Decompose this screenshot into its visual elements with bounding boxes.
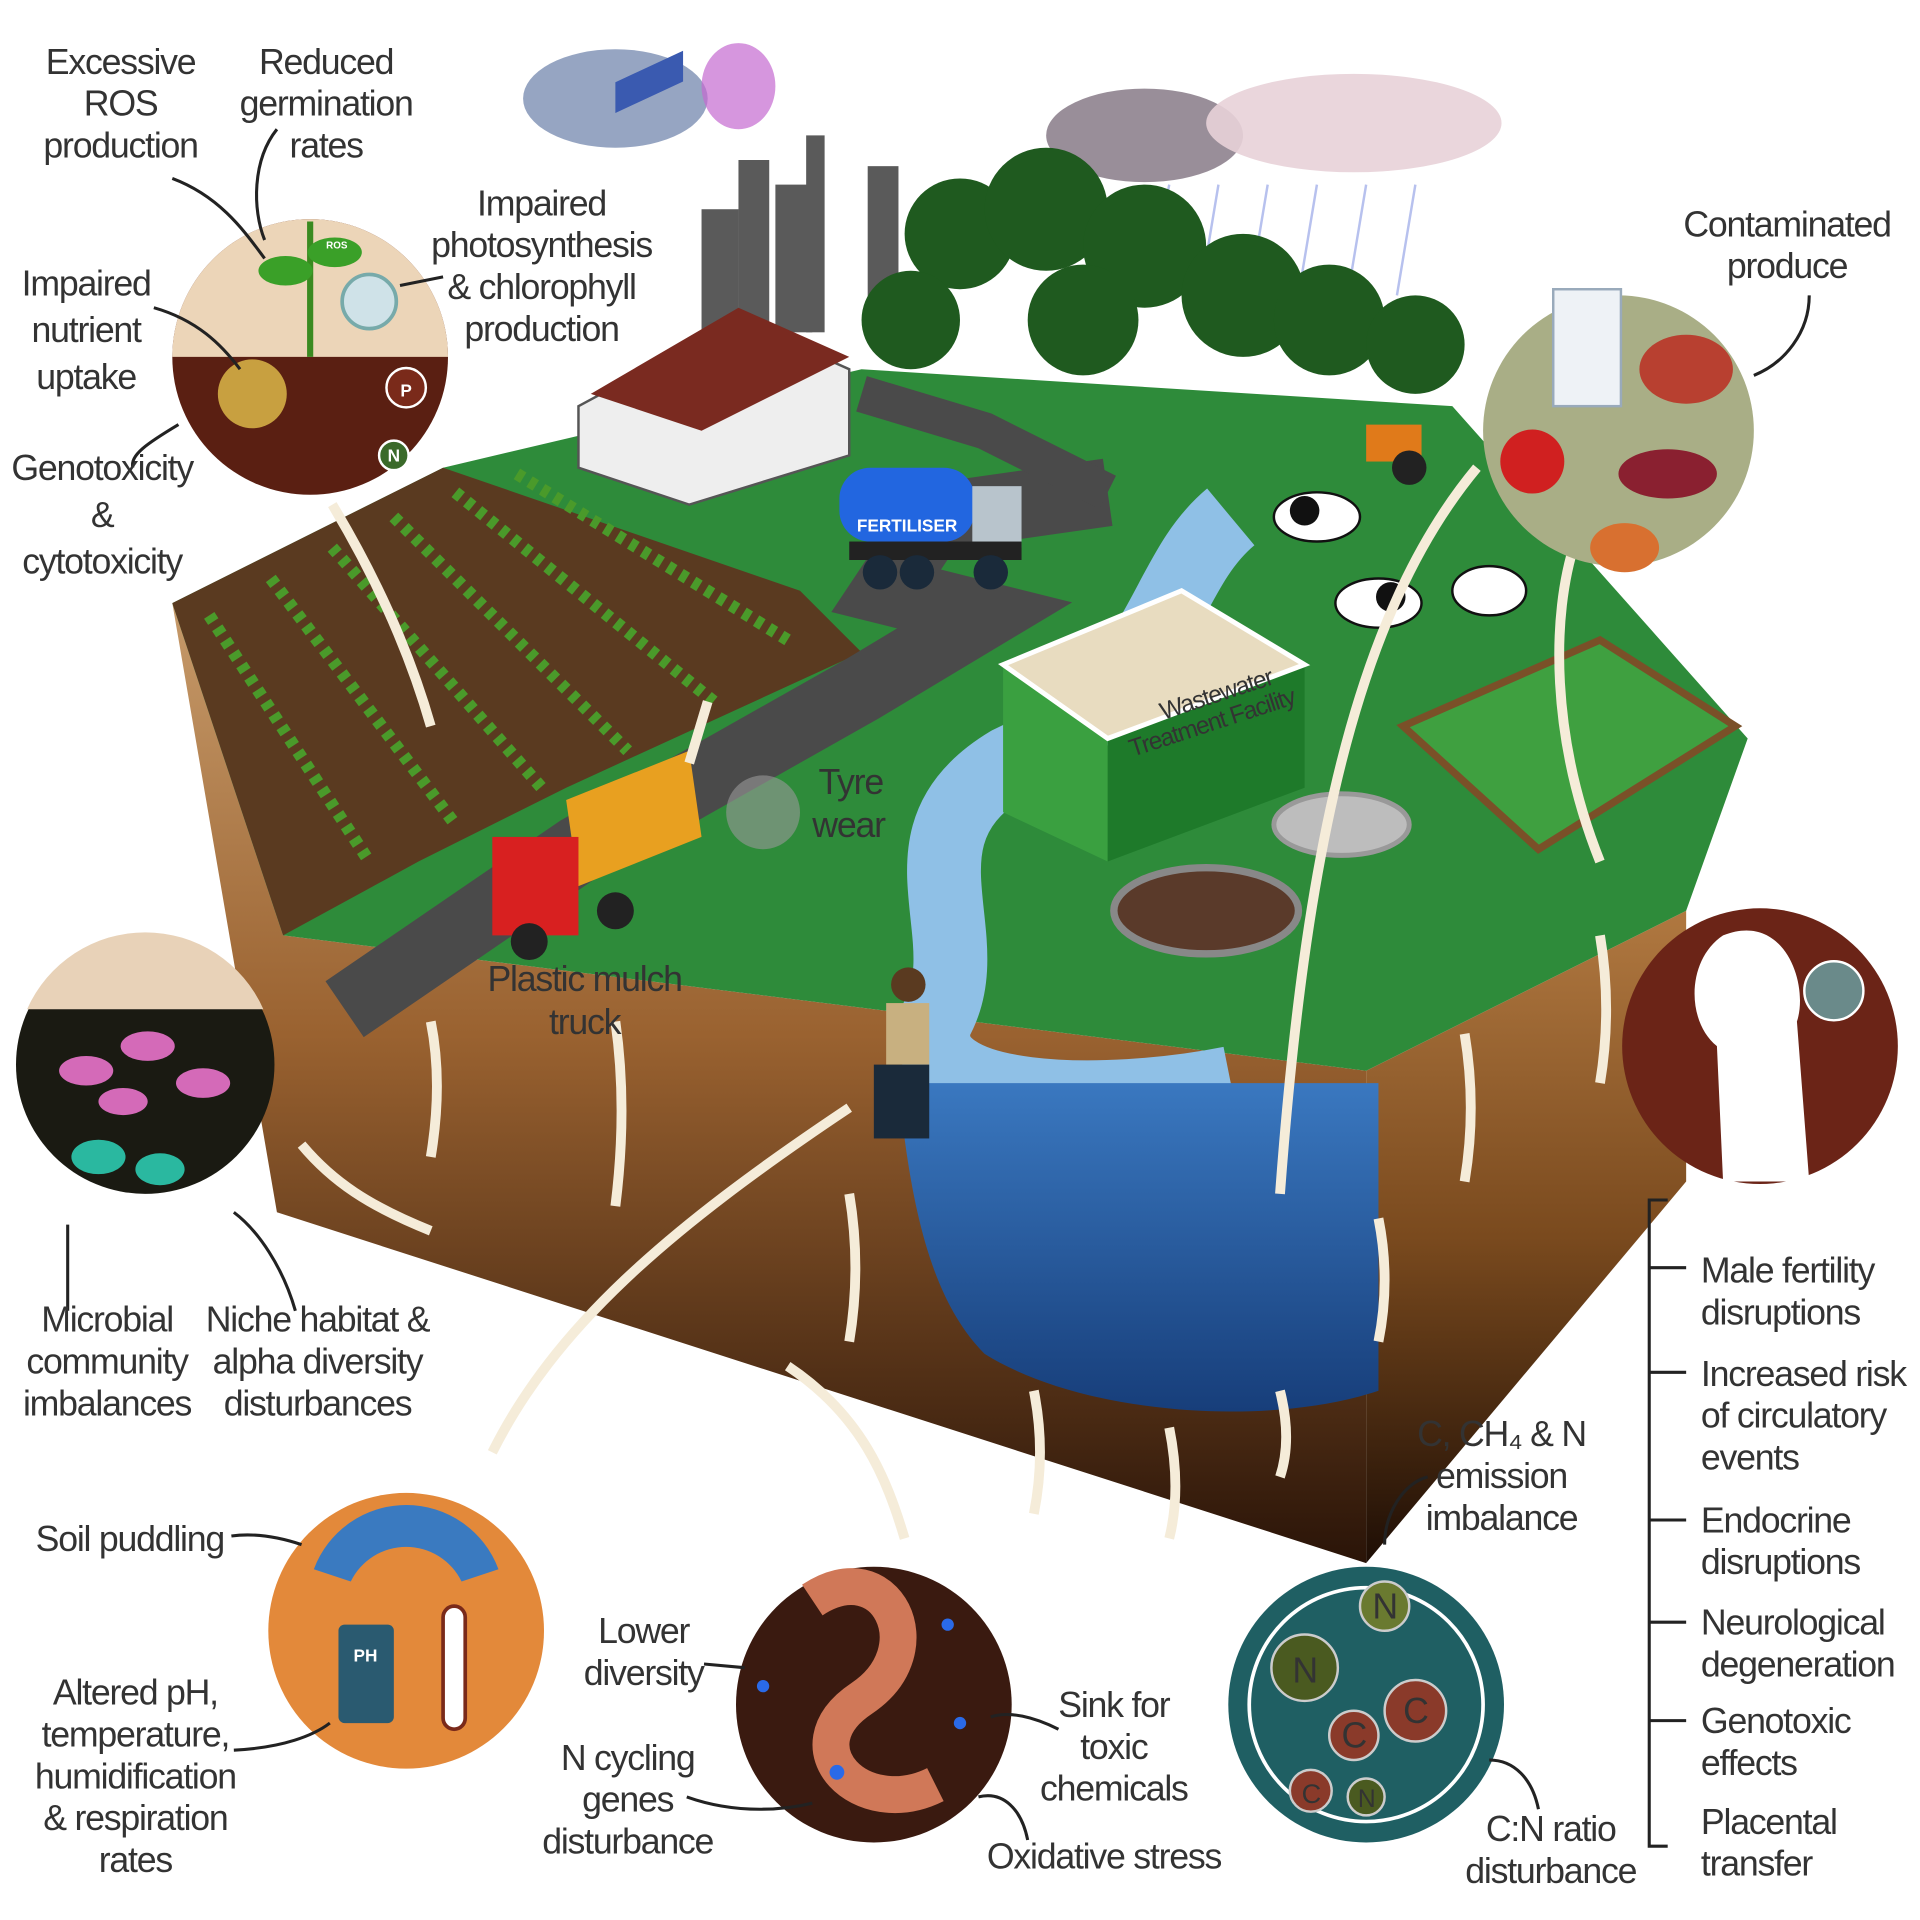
earthworm-inset	[736, 1566, 1012, 1843]
soil-properties-inset: PH	[268, 1492, 544, 1769]
label-altered-ph: Altered pH,temperature,humidification& r…	[35, 1673, 236, 1880]
atom-c: C	[1302, 1778, 1321, 1809]
dna-icon	[1803, 960, 1865, 1022]
water-body	[898, 1083, 1379, 1412]
thermometer-icon	[441, 1604, 468, 1732]
human-body-icon	[1694, 930, 1810, 1182]
atom-n: N	[1372, 1586, 1397, 1626]
label-genotoxicity: Genotoxicity&cytotoxicity	[11, 448, 194, 582]
nitrogen-badge	[377, 439, 410, 472]
phosphorus-label: P	[400, 380, 412, 400]
forest	[861, 147, 1465, 394]
contaminated-produce-inset	[1483, 288, 1754, 573]
ros-leaf-label: ROS	[326, 241, 348, 252]
moisture-gauge	[313, 1505, 499, 1582]
clarifier-tank	[1271, 791, 1412, 858]
ph-meter-icon	[338, 1624, 394, 1724]
label-oxidative: Oxidative stress	[987, 1836, 1222, 1876]
tyre-wear-particles	[726, 775, 800, 850]
ph-meter-label: PH	[354, 1646, 378, 1666]
atom-c: C	[1342, 1716, 1367, 1756]
tomato-icon	[1500, 429, 1565, 494]
settling-tank	[1110, 864, 1303, 958]
human-health-inset	[1622, 908, 1898, 1184]
plant-effects-inset: P N ROS	[172, 219, 449, 495]
plastic-mulch-truck	[492, 750, 800, 960]
fertiliser-truck: FERTILISER	[839, 467, 1022, 590]
atom-n: N	[1358, 1786, 1375, 1813]
nitrogen-label: N	[388, 446, 400, 466]
atoms: N N C C C N	[1270, 1580, 1448, 1817]
crop-rows	[204, 468, 791, 865]
transport-arrows	[297, 464, 1612, 1540]
earthworm-icon	[802, 1568, 944, 1814]
leader-lines	[66, 128, 1811, 1848]
chloroplast-icon	[340, 272, 399, 331]
root-cell-icon	[217, 359, 287, 429]
factory	[577, 50, 851, 506]
tractor	[1366, 424, 1427, 485]
atom-n: N	[1292, 1650, 1317, 1690]
person-sampling	[873, 967, 930, 1139]
wastewater-facility: Wastewater Treatment Facility	[998, 588, 1311, 862]
microbial-inset	[16, 932, 275, 1194]
meat-icon	[1639, 334, 1733, 404]
fertiliser-text: FERTILISER	[857, 516, 958, 536]
milk-carton-icon	[1552, 288, 1623, 408]
crop-field	[172, 467, 862, 936]
pollution-clouds	[523, 43, 1502, 296]
label-soil-puddling: Soil puddling	[36, 1519, 224, 1559]
atom-c: C	[1403, 1691, 1428, 1731]
phosphorus-badge	[385, 366, 428, 409]
chicken-leg-icon	[1590, 523, 1660, 573]
fish-icon	[1618, 449, 1717, 499]
carbon-nitrogen-inset: N N C C C N	[1228, 1566, 1504, 1843]
